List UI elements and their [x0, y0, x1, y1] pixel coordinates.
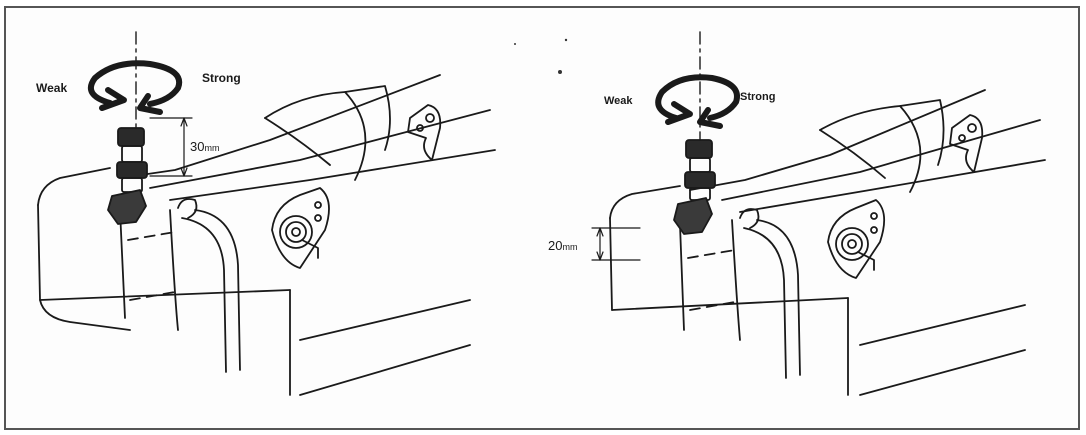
left-height-text: 30mm	[190, 139, 219, 154]
right-height-value: 20	[548, 238, 562, 253]
left-height-unit: mm	[204, 143, 219, 153]
print-specks	[514, 38, 568, 74]
right-height-dimension	[591, 227, 641, 261]
left-weak-label: Weak	[36, 81, 67, 95]
left-height-dimension	[149, 117, 193, 177]
right-strong-label: Strong	[740, 91, 775, 103]
right-height-text: 20mm	[548, 238, 577, 253]
right-weak-label: Weak	[604, 95, 633, 107]
left-height-value: 30	[190, 139, 204, 154]
left-strong-label: Strong	[202, 71, 241, 85]
right-height-unit: mm	[562, 242, 577, 252]
right-machine-illustration	[609, 31, 1046, 396]
left-machine-illustration	[37, 31, 496, 396]
